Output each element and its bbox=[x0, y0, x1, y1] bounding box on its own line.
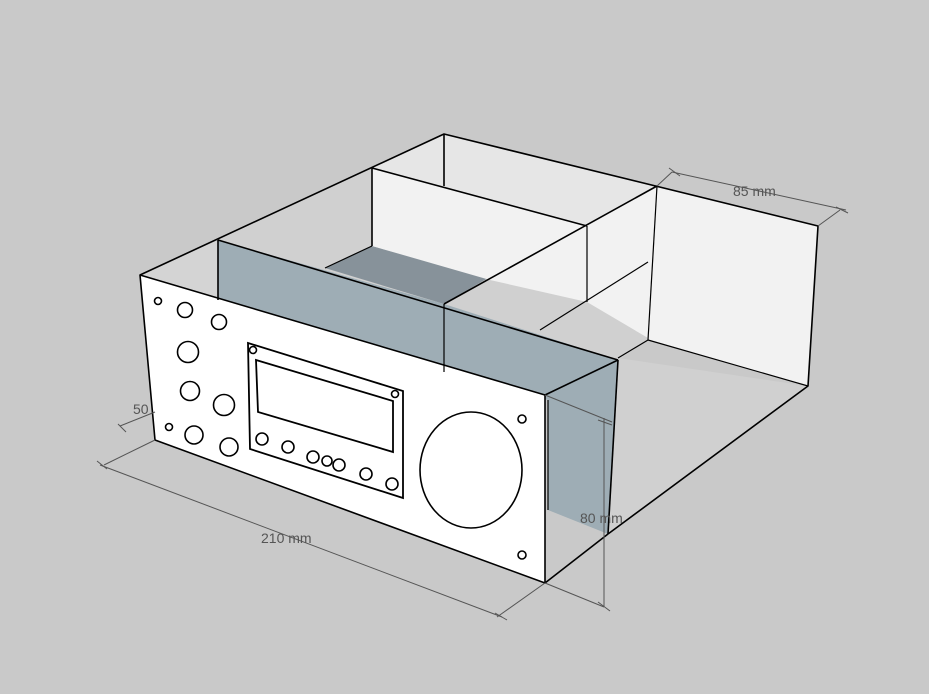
right-divider-wall bbox=[587, 186, 657, 338]
knob-hole bbox=[184, 425, 204, 445]
middle-top-edge bbox=[371, 167, 588, 227]
height-tick-top bbox=[597, 419, 613, 426]
height-extension-top bbox=[544, 394, 613, 423]
base-right-edge bbox=[544, 533, 609, 584]
blue-divider-left bbox=[218, 240, 444, 372]
blue-divider bbox=[218, 240, 618, 534]
width-dimension-line bbox=[99, 464, 503, 618]
box-edges bbox=[139, 133, 819, 584]
divider-top-edge bbox=[217, 239, 619, 361]
lcd-screen bbox=[255, 358, 394, 454]
button-hole bbox=[321, 455, 333, 467]
button-hole bbox=[359, 467, 373, 481]
depth-tick-left bbox=[668, 167, 681, 177]
width-label: 210 mm bbox=[261, 530, 312, 546]
side-label: 50 bbox=[133, 401, 149, 417]
speaker-hole bbox=[419, 411, 523, 529]
blue-divider-right bbox=[444, 304, 618, 534]
mount-hole-top-left bbox=[153, 296, 163, 306]
knob-hole bbox=[219, 437, 239, 457]
knob-hole bbox=[176, 340, 200, 364]
depth-extension-left bbox=[656, 171, 673, 187]
panel-top-right-edge bbox=[544, 359, 619, 396]
height-tick-bottom bbox=[597, 601, 611, 612]
lcd-screw-hole bbox=[248, 345, 258, 355]
side-dimension-line bbox=[119, 411, 156, 427]
front-panel-holes bbox=[153, 296, 527, 560]
lcd-module bbox=[247, 341, 404, 500]
right-divider-vertical bbox=[647, 185, 658, 341]
depth-tick-right bbox=[835, 206, 849, 214]
width-tick-right bbox=[494, 612, 508, 621]
jack-hole bbox=[176, 301, 194, 319]
floor-right-edge bbox=[647, 339, 809, 387]
right-divider-top-edge bbox=[443, 185, 658, 305]
dimension-lines bbox=[96, 167, 849, 621]
knob-hole bbox=[212, 393, 236, 417]
width-extension-right bbox=[496, 582, 546, 618]
mount-hole-bottom-left bbox=[164, 422, 174, 432]
mount-hole-top-right bbox=[517, 414, 527, 424]
jack-hole bbox=[210, 313, 228, 331]
depth-label: 85 mm bbox=[733, 183, 776, 199]
middle-divider-wall bbox=[372, 168, 587, 302]
floor-hidden-line bbox=[539, 261, 649, 331]
floor-right-lower bbox=[608, 358, 808, 534]
height-extension-bottom bbox=[544, 582, 605, 608]
button-hole bbox=[281, 440, 295, 454]
depth-extension-right bbox=[817, 209, 841, 227]
knob-hole bbox=[179, 380, 201, 402]
lcd-screw-hole bbox=[390, 389, 400, 399]
width-tick-left bbox=[96, 460, 108, 470]
height-label: 80 mm bbox=[580, 510, 623, 526]
right-back-wall bbox=[444, 134, 818, 386]
button-hole bbox=[332, 458, 346, 472]
floor-connector bbox=[617, 339, 649, 359]
floor-dark-compartment bbox=[325, 246, 488, 304]
floor-dark-edge bbox=[324, 245, 373, 269]
button-hole bbox=[306, 450, 320, 464]
width-extension-left bbox=[103, 439, 156, 466]
mount-hole-bottom-right bbox=[517, 550, 527, 560]
button-hole bbox=[385, 477, 399, 491]
divider-right-edge bbox=[607, 359, 619, 535]
button-hole bbox=[255, 432, 269, 446]
depth-dimension-line bbox=[671, 171, 847, 211]
side-tick bbox=[117, 423, 127, 433]
